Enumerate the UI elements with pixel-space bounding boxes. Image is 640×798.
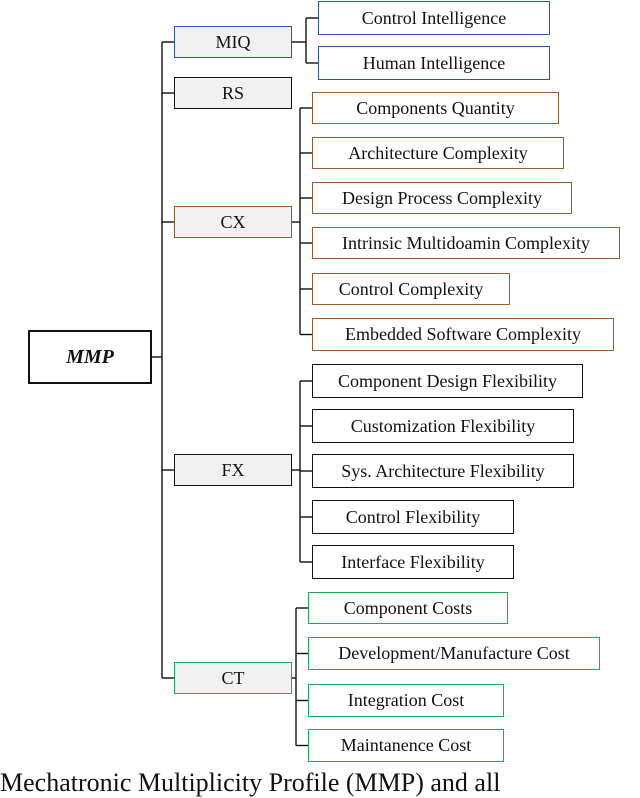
leaf-customization-flexibility: Customization Flexibility	[312, 409, 574, 443]
leaf-component-design-flexibility: Component Design Flexibility	[312, 364, 583, 398]
leaf-components-quantity: Components Quantity	[312, 92, 559, 124]
leaf-label: Customization Flexibility	[350, 415, 536, 436]
leaf-component-costs: Component Costs	[308, 592, 508, 624]
leaf-embedded-software-complexity: Embedded Software Complexity	[312, 318, 614, 351]
leaf-integration-cost: Integration Cost	[308, 684, 504, 717]
category-cx: CX	[174, 206, 292, 238]
leaf-architecture-complexity: Architecture Complexity	[312, 137, 564, 169]
leaf-label: Control Complexity	[338, 278, 484, 299]
leaf-label: Human Intelligence	[362, 52, 506, 73]
category-label-miq: MIQ	[215, 31, 251, 52]
category-label-fx: FX	[221, 459, 245, 480]
category-miq: MIQ	[174, 26, 292, 58]
leaf-development-manufacture-cost: Development/Manufacture Cost	[308, 637, 600, 670]
leaf-label: Embedded Software Complexity	[345, 324, 581, 344]
leaf-label: Sys. Architecture Flexibility	[341, 460, 545, 481]
figure-caption: Mechatronic Multiplicity Profile (MMP) a…	[0, 768, 501, 797]
category-label-rs: RS	[221, 82, 245, 103]
leaf-interface-flexibility: Interface Flexibility	[312, 545, 514, 579]
leaf-control-complexity: Control Complexity	[312, 273, 510, 305]
category-rs: RS	[174, 77, 292, 109]
leaf-label: Intrinsic Multidoamin Complexity	[342, 232, 590, 253]
root-node-label: MMP	[66, 345, 114, 368]
leaf-label: Control Flexibility	[345, 506, 481, 527]
leaf-intrinsic-multidomain-complexity: Intrinsic Multidoamin Complexity	[312, 227, 620, 259]
leaf-label: Components Quantity	[356, 97, 515, 118]
leaf-design-process-complexity: Design Process Complexity	[312, 182, 572, 214]
leaf-control-flexibility: Control Flexibility	[312, 500, 514, 534]
leaf-label: Interface Flexibility	[341, 551, 485, 572]
root-node-mmp: MMP	[28, 330, 152, 384]
leaf-label: Maintanence Cost	[340, 735, 472, 755]
category-fx: FX	[174, 454, 292, 486]
leaf-label: Architecture Complexity	[348, 142, 528, 163]
leaf-label: Component Design Flexibility	[338, 370, 557, 391]
leaf-label: Integration Cost	[347, 690, 465, 710]
leaf-human-intelligence: Human Intelligence	[318, 46, 550, 80]
leaf-label: Control Intelligence	[361, 7, 507, 28]
leaf-label: Development/Manufacture Cost	[338, 643, 570, 663]
leaf-maintanence-cost: Maintanence Cost	[308, 729, 504, 762]
category-label-cx: CX	[220, 211, 246, 232]
category-label-ct: CT	[221, 667, 245, 688]
category-ct: CT	[174, 662, 292, 694]
leaf-control-intelligence: Control Intelligence	[318, 1, 550, 35]
leaf-sys-architecture-flexibility: Sys. Architecture Flexibility	[312, 454, 574, 488]
leaf-label: Component Costs	[343, 597, 473, 618]
leaf-label: Design Process Complexity	[342, 187, 542, 208]
